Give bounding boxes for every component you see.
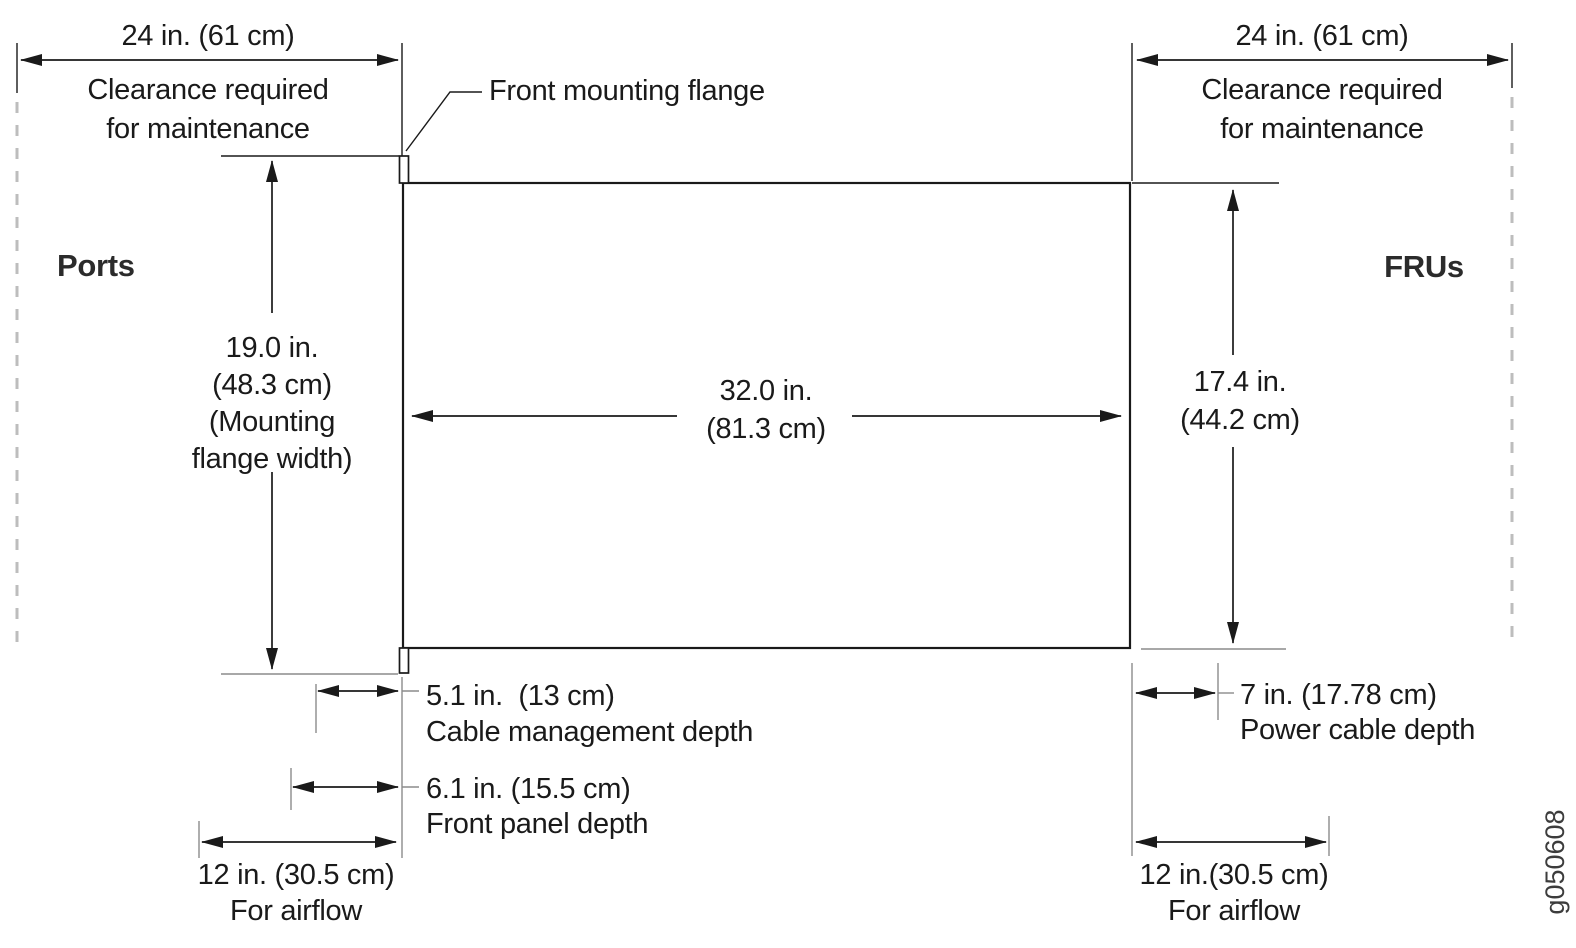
front-mounting-flange-bottom: [398, 647, 410, 674]
airflow-right-caption: For airflow: [1168, 895, 1301, 927]
airflow-left-dimension-label: 12 in. (30.5 cm): [198, 859, 395, 891]
cable-management-dimension-label: 5.1 in. (13 cm): [426, 680, 615, 712]
chassis-depth-label-line1: 32.0 in.: [720, 375, 813, 407]
left-clearance-caption-line2: for maintenance: [106, 113, 309, 145]
flange-leader-line: [405, 91, 482, 152]
flange-width-label-line4: flange width): [192, 443, 353, 475]
front-panel-caption: Front panel depth: [426, 808, 648, 840]
left-clearance-caption-line1: Clearance required: [87, 74, 328, 106]
chassis-depth-label-line2: (81.3 cm): [706, 413, 826, 445]
flange-width-label-line2: (48.3 cm): [212, 369, 332, 401]
right-clearance-dimension-label: 24 in. (61 cm): [1235, 20, 1408, 52]
front-mounting-flange-top: [398, 155, 410, 184]
power-cable-caption: Power cable depth: [1240, 714, 1475, 746]
rear-width-label-line1: 17.4 in.: [1194, 366, 1287, 398]
flange-width-label-line3: (Mounting: [209, 406, 335, 438]
left-clearance-dimension-label: 24 in. (61 cm): [121, 20, 294, 52]
ports-label: Ports: [57, 248, 135, 283]
flange-width-label-line1: 19.0 in.: [226, 332, 319, 364]
figure-id-label: g050608: [1540, 809, 1570, 914]
rear-width-label-line2: (44.2 cm): [1180, 404, 1300, 436]
airflow-right-dimension-label: 12 in.(30.5 cm): [1140, 859, 1329, 891]
cable-management-caption: Cable management depth: [426, 716, 753, 748]
front-mounting-flange-label: Front mounting flange: [489, 75, 765, 107]
front-panel-dimension-label: 6.1 in. (15.5 cm): [426, 773, 630, 805]
frus-label: FRUs: [1384, 249, 1464, 284]
airflow-left-caption: For airflow: [230, 895, 363, 927]
right-clearance-caption-line2: for maintenance: [1220, 113, 1423, 145]
right-clearance-caption-line1: Clearance required: [1201, 74, 1442, 106]
power-cable-dimension-label: 7 in. (17.78 cm): [1240, 679, 1437, 711]
